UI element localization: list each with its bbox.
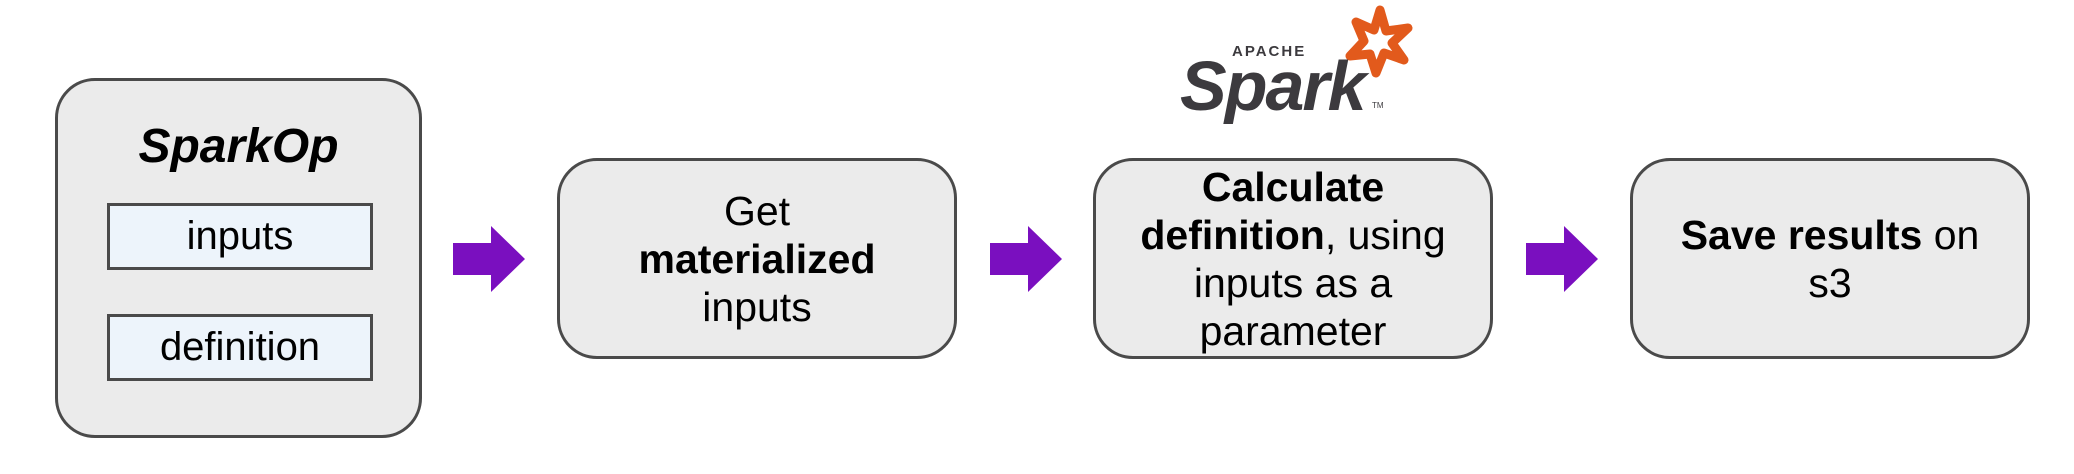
- step-text-bold: Calculate: [1201, 163, 1385, 210]
- logo-apache-text: APACHE: [1232, 43, 1306, 60]
- step-text-bold: Save results: [1680, 211, 1923, 258]
- sparkop-box: SparkOp inputs definition: [55, 78, 422, 438]
- logo-tm-text: TM: [1372, 101, 1384, 110]
- step-text: Calculate definition, using inputs as a …: [1140, 163, 1445, 355]
- step-text-bold: definition: [1140, 211, 1325, 258]
- step-text-line: Get: [723, 187, 791, 234]
- step-text-line: inputs: [702, 283, 812, 330]
- flow-arrow-icon: [453, 226, 525, 292]
- step-text-line: s3: [1808, 259, 1852, 306]
- step-text-line: inputs as a: [1193, 259, 1393, 306]
- apache-spark-logo-icon: APACHE Spark TM: [1180, 5, 1413, 124]
- flow-arrow-icon: [1526, 226, 1598, 292]
- step-get-materialized-inputs: Get materialized inputs: [557, 158, 957, 359]
- step-text-line: parameter: [1199, 307, 1387, 354]
- logo-spark-text: Spark: [1180, 47, 1370, 124]
- step-text-line: , using: [1324, 211, 1446, 258]
- step-calculate-definition: Calculate definition, using inputs as a …: [1093, 158, 1493, 359]
- sparkop-field-definition: definition: [107, 314, 373, 381]
- step-text: Save results on s3: [1681, 211, 1980, 307]
- step-save-results: Save results on s3: [1630, 158, 2030, 359]
- sparkop-field-inputs: inputs: [107, 203, 373, 270]
- flow-arrow-icon: [990, 226, 1062, 292]
- step-text-bold: materialized: [638, 235, 876, 282]
- step-text: Get materialized inputs: [639, 187, 876, 331]
- step-text-line: on: [1922, 211, 1980, 258]
- sparkop-title: SparkOp: [138, 120, 339, 173]
